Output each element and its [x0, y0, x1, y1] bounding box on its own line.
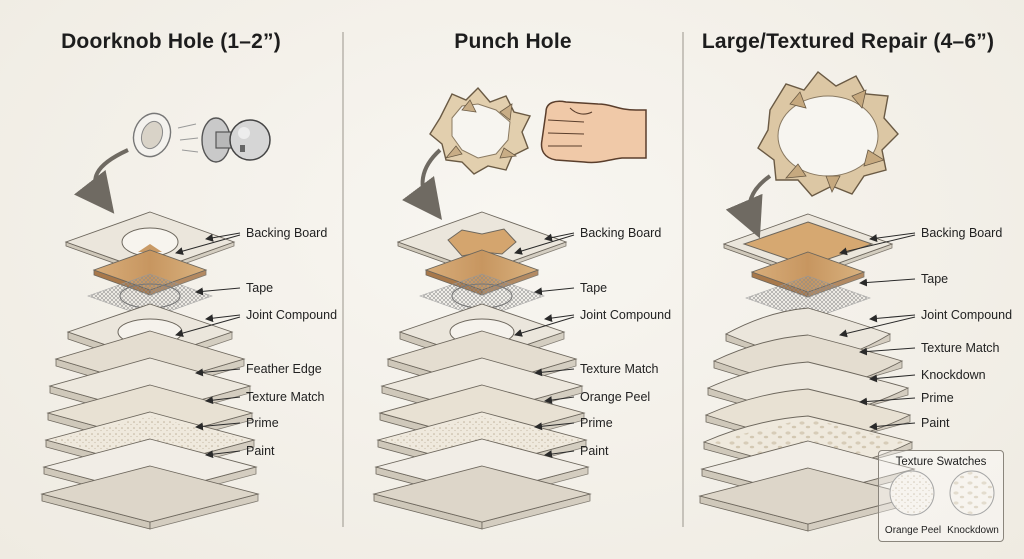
panel-3-leader-3-b	[839, 316, 916, 338]
panel-1-label-tape: Tape	[246, 281, 274, 295]
panel-3-label-prime: Prime	[921, 391, 954, 405]
swatch-orange-peel	[889, 470, 935, 516]
panel-1-leader-3-b	[175, 316, 241, 337]
curved-arrow-icon	[73, 148, 129, 214]
fist-icon	[540, 100, 647, 164]
panel-1-leader-2	[195, 287, 241, 296]
panel-1-leader-3	[205, 314, 241, 323]
panel-3-leader-1-b	[839, 234, 916, 256]
panel-1-label-feather-edge: Feather Edge	[246, 362, 322, 376]
panel-3-layer-7	[698, 467, 918, 532]
panel-3-backing-board-frame	[722, 213, 894, 279]
panel-3-label-knockdown: Knockdown	[921, 368, 986, 382]
swatch-knockdown	[949, 470, 995, 516]
panel-3-leader-5	[869, 374, 916, 383]
panel-2-label-prime: Prime	[580, 416, 613, 430]
panel-3-label-tape: Tape	[921, 272, 949, 286]
panel-2-leader-4	[534, 368, 575, 377]
panel-2-leader-3-b	[514, 316, 575, 337]
panel-2-label-backing-board: Backing Board	[580, 226, 662, 240]
panel-2-leader-5	[544, 396, 575, 405]
doorknob-icon	[132, 112, 271, 163]
panel-2-leader-3	[544, 314, 575, 323]
panel-1-leader-5	[205, 396, 241, 405]
panel-1-label-joint-compound: Joint Compound	[246, 308, 338, 322]
panel-1-layer-7	[40, 465, 260, 530]
panel-2-leader-1	[544, 232, 575, 242]
panel-1-leader-6	[195, 422, 241, 431]
panel-1-leader-1-b	[175, 234, 241, 255]
panel-2-leader-2	[534, 287, 575, 296]
panel-1-title: Doorknob Hole (1–2”)	[61, 30, 281, 53]
panel-3-leader-3	[869, 314, 916, 323]
panel-1-label-texture-match: Texture Match	[246, 390, 325, 404]
panel-3-leader-7	[869, 422, 916, 431]
panel-2-leader-6	[534, 422, 575, 431]
panel-3-title: Large/Textured Repair (4–6”)	[701, 30, 995, 53]
panel-2-leader-1-b	[514, 234, 575, 255]
panel-3-leader-2	[859, 278, 916, 287]
texture-swatches-legend: Texture Swatches Orange Peel Knockdown	[878, 450, 1004, 542]
swatch-label-orange-peel: Orange Peel	[884, 525, 942, 536]
panel-3-label-paint: Paint	[921, 416, 950, 430]
panel-3-leader-1	[869, 232, 916, 243]
panel-3-leader-6	[859, 397, 916, 406]
panel-2-label-paint: Paint	[580, 444, 609, 458]
panel-1-label-backing-board: Backing Board	[246, 226, 328, 240]
panel-1-leader-4	[195, 368, 241, 377]
panel-2-label-texture-match: Texture Match	[580, 362, 659, 376]
torn-hole-icon	[429, 86, 532, 175]
panel-2-label-tape: Tape	[580, 281, 608, 295]
panel-1-leader-7	[205, 450, 241, 459]
legend-title: Texture Swatches	[895, 456, 987, 468]
panel-2-label-orange-peel: Orange Peel	[580, 390, 651, 404]
panel-1-label-paint: Paint	[246, 444, 275, 458]
panel-2-layer-7	[372, 465, 592, 530]
panel-2-title: Punch Hole	[454, 30, 572, 53]
panel-2-leader-7	[544, 450, 575, 459]
panel-1-label-prime: Prime	[246, 416, 279, 430]
panel-3-label-joint-compound: Joint Compound	[921, 308, 1013, 322]
panel-1-leader-1	[205, 232, 241, 242]
panel-2-backing-board-frame	[396, 211, 568, 277]
panel-2-label-joint-compound: Joint Compound	[580, 308, 672, 322]
curved-arrow-icon	[402, 148, 442, 221]
swatch-label-knockdown: Knockdown	[947, 525, 999, 536]
panel-3-leader-4	[859, 347, 916, 356]
panel-3-label-texture-match: Texture Match	[921, 341, 1000, 355]
panel-3-label-backing-board: Backing Board	[921, 226, 1003, 240]
curved-arrow-icon	[725, 174, 772, 239]
torn-hole-icon	[757, 71, 899, 197]
